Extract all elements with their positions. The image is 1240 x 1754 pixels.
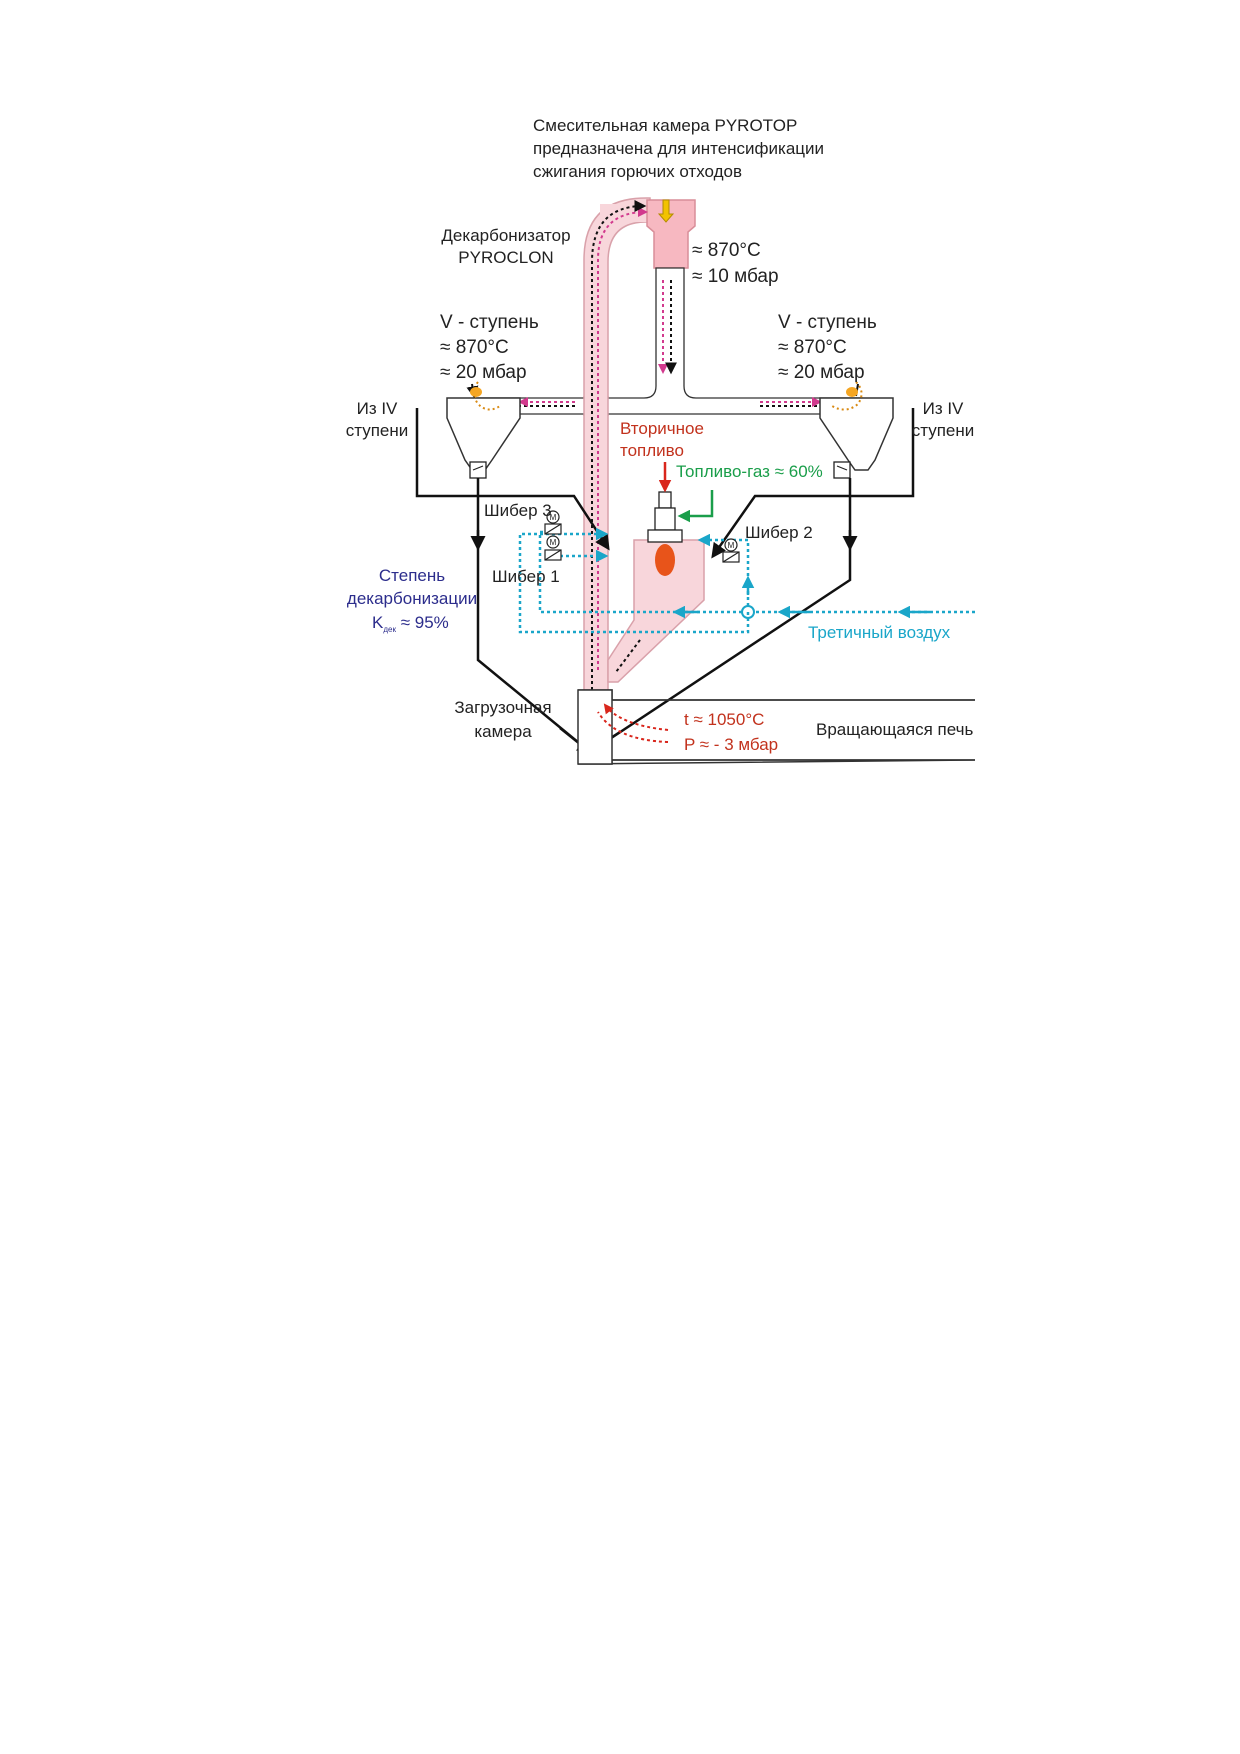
- loading-chamber-body: [577, 689, 613, 765]
- riser-duct: [583, 197, 651, 701]
- stage-left-temp: ≈ 870°C: [440, 337, 509, 358]
- burner: [647, 491, 683, 576]
- from-iv-left-2: ступени: [346, 421, 409, 440]
- stage-right-pressure: ≈ 20 мбар: [778, 362, 865, 383]
- top-pressure: ≈ 10 мбар: [692, 266, 779, 287]
- damper-1-actuator: M: [544, 535, 562, 561]
- svg-text:M: M: [550, 538, 557, 547]
- damper-3-label: Шибер 3: [484, 501, 552, 520]
- from-iv-right-1: Из IV: [923, 399, 964, 418]
- damper-2-actuator: M: [722, 538, 740, 563]
- cyclone-left: [446, 381, 521, 479]
- meal-from-iv-right: [711, 408, 915, 559]
- decarb-degree-value: Kдек ≈ 95%: [372, 613, 449, 634]
- damper-2-label: Шибер 2: [745, 523, 813, 542]
- svg-text:M: M: [728, 541, 735, 550]
- stage-right-title: V - ступень: [778, 312, 877, 333]
- from-iv-right-2: ступени: [912, 421, 975, 440]
- stage-left-pressure: ≈ 20 мбар: [440, 362, 527, 383]
- pyrotop-caption-2: предназначена для интенсификации: [533, 139, 824, 158]
- pyrotop-caption-1: Смесительная камера PYROTOP: [533, 116, 797, 135]
- decarbonizer-title-2: PYROCLON: [458, 248, 553, 267]
- flame-icon: [655, 544, 675, 576]
- stage-right-temp: ≈ 870°C: [778, 337, 847, 358]
- riser-flow-up: [597, 207, 648, 670]
- secondary-fuel-label-1: Вторичное: [620, 419, 704, 438]
- riser-flow-up-black: [591, 200, 647, 690]
- pyrotop-chamber: [646, 199, 696, 269]
- waste-feed-arrow: [657, 199, 675, 223]
- secondary-fuel-label-2: топливо: [620, 441, 684, 460]
- rotary-kiln-label: Вращающаяся печь: [816, 720, 973, 739]
- loading-chamber-label-1: Загрузочная: [454, 698, 551, 717]
- damper-1-label: Шибер 1: [492, 567, 560, 586]
- cyclone-right: [819, 381, 894, 479]
- from-iv-left-1: Из IV: [357, 399, 398, 418]
- fuel-gas-label: Топливо-газ ≈ 60%: [676, 462, 823, 481]
- stage-left-title: V - ступень: [440, 312, 539, 333]
- loading-chamber-label-2: камера: [474, 722, 532, 741]
- decarb-degree-label-2: декарбонизации: [347, 589, 477, 608]
- meal-right-to-kiln: [589, 478, 852, 754]
- meal-from-iv-left: [415, 408, 610, 551]
- top-temp: ≈ 870°C: [692, 240, 761, 261]
- chamber-to-riser-flow: [615, 639, 641, 673]
- kiln-gas-flow: [603, 703, 669, 731]
- riser-overlap: [584, 396, 608, 416]
- svg-text:M: M: [550, 513, 557, 522]
- damper-3-actuator: M: [544, 510, 562, 535]
- kiln-pressure: P ≈ - 3 мбар: [684, 735, 778, 754]
- fuel-gas-arrow: [677, 490, 714, 523]
- tertiary-air-label: Третичный воздух: [808, 623, 951, 642]
- kiln-gas-flow-2: [597, 711, 669, 743]
- pyrotop-caption-3: сжигания горючих отходов: [533, 162, 742, 181]
- decarbonizer-title-1: Декарбонизатор: [441, 226, 570, 245]
- kiln-temp: t ≈ 1050°C: [684, 710, 764, 729]
- decarb-degree-label-1: Степень: [379, 566, 445, 585]
